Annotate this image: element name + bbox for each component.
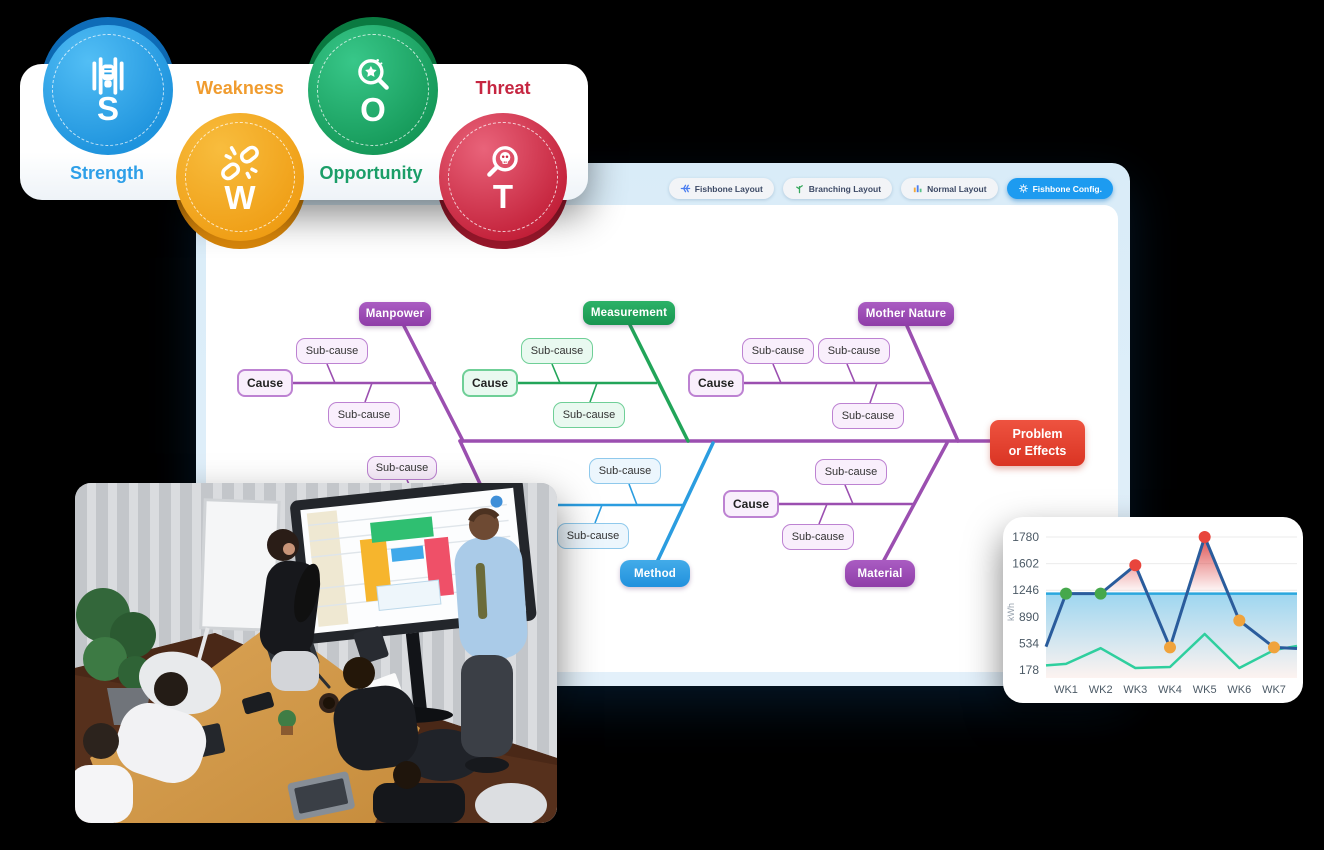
effect-line1: Problem [1012, 427, 1063, 442]
category-node-method[interactable]: Method [620, 560, 690, 587]
svg-text:1246: 1246 [1012, 583, 1039, 597]
seated-people [75, 657, 465, 823]
subcause-node[interactable]: Sub-cause [742, 338, 814, 364]
svg-text:WK7: WK7 [1262, 684, 1286, 696]
subcause-node[interactable]: Sub-cause [557, 523, 629, 549]
svg-text:890: 890 [1019, 610, 1039, 624]
svg-text:1602: 1602 [1012, 557, 1039, 571]
branch-icon [795, 185, 803, 194]
gear-icon [1018, 184, 1028, 193]
normal-layout-button[interactable]: Normal Layout [901, 178, 998, 199]
button-label: Fishbone Layout [694, 183, 763, 194]
strength-fist-icon [92, 57, 124, 95]
cause-node[interactable]: Cause [462, 369, 518, 397]
svg-text:WK1: WK1 [1054, 684, 1078, 696]
opportunity-badge: O [308, 25, 438, 155]
opportunity-letter: O [360, 91, 386, 128]
fishbone-config-button[interactable]: Fishbone Config. [1006, 178, 1113, 199]
threat-label: Threat [475, 78, 531, 98]
broken-chain-icon [221, 145, 259, 181]
button-label: Fishbone Config. [1032, 183, 1102, 194]
swot-badges: S Strength W Weakness O Opportunity [20, 0, 588, 250]
effect-line2: or Effects [1008, 444, 1067, 458]
subcause-node[interactable]: Sub-cause [367, 456, 437, 480]
weakness-label: Weakness [196, 78, 284, 98]
subcause-node[interactable]: Sub-cause [521, 338, 593, 364]
standing-man [454, 508, 528, 773]
magnifier-star-icon [358, 59, 389, 90]
weakness-letter: W [224, 179, 256, 216]
strength-badge: S [43, 25, 173, 155]
branching-layout-button[interactable]: Branching Layout [782, 178, 893, 199]
button-label: Normal Layout [927, 183, 987, 194]
opportunity-label: Opportunity [319, 163, 423, 183]
svg-text:534: 534 [1019, 636, 1039, 650]
svg-text:WK6: WK6 [1227, 684, 1251, 696]
white-chair-2 [475, 783, 547, 823]
subcause-node[interactable]: Sub-cause [832, 403, 904, 429]
strength-label: Strength [70, 163, 144, 183]
fishbone-app-window: Fishbone Layout Branching Layout Normal … [196, 163, 1130, 686]
subcause-node[interactable]: Sub-cause [815, 459, 887, 485]
svg-text:kWh: kWh [1006, 603, 1016, 621]
svg-text:WK2: WK2 [1089, 684, 1113, 696]
threat-letter: T [492, 178, 514, 215]
cause-node[interactable]: Cause [237, 369, 293, 397]
weakness-badge: W [176, 113, 304, 241]
layout-toolbar: Fishbone Layout Branching Layout Normal … [668, 178, 1113, 199]
standing-woman [259, 529, 321, 691]
cause-node[interactable]: Cause [723, 490, 779, 518]
strength-letter: S [96, 90, 119, 127]
svg-text:178: 178 [1019, 663, 1039, 677]
svg-text:1780: 1780 [1012, 530, 1039, 544]
svg-text:WK4: WK4 [1158, 684, 1182, 696]
category-node-material[interactable]: Material [845, 560, 915, 587]
magnifier-skull-icon [487, 146, 518, 177]
effect-node[interactable]: Problem or Effects [990, 420, 1085, 466]
meeting-photo-scene [75, 483, 557, 823]
meeting-photo [75, 483, 557, 823]
subcause-node[interactable]: Sub-cause [553, 402, 625, 428]
subcause-node[interactable]: Sub-cause [296, 338, 368, 364]
fishbone-layout-button[interactable]: Fishbone Layout [668, 178, 774, 199]
cause-node[interactable]: Cause [688, 369, 744, 397]
subcause-node[interactable]: Sub-cause [818, 338, 890, 364]
svg-text:WK5: WK5 [1193, 684, 1217, 696]
fishbone-icon [680, 184, 691, 193]
subcause-node[interactable]: Sub-cause [589, 458, 661, 484]
svg-text:WK3: WK3 [1123, 684, 1147, 696]
category-node-measurement[interactable]: Measurement [583, 301, 675, 325]
category-node-mother-nature[interactable]: Mother Nature [858, 302, 954, 326]
threat-badge: T [439, 113, 567, 241]
subcause-node[interactable]: Sub-cause [782, 524, 854, 550]
bar-chart-icon [913, 185, 922, 193]
button-label: Branching Layout [808, 183, 882, 194]
category-node-manpower[interactable]: Manpower [359, 302, 431, 326]
subcause-node[interactable]: Sub-cause [328, 402, 400, 428]
